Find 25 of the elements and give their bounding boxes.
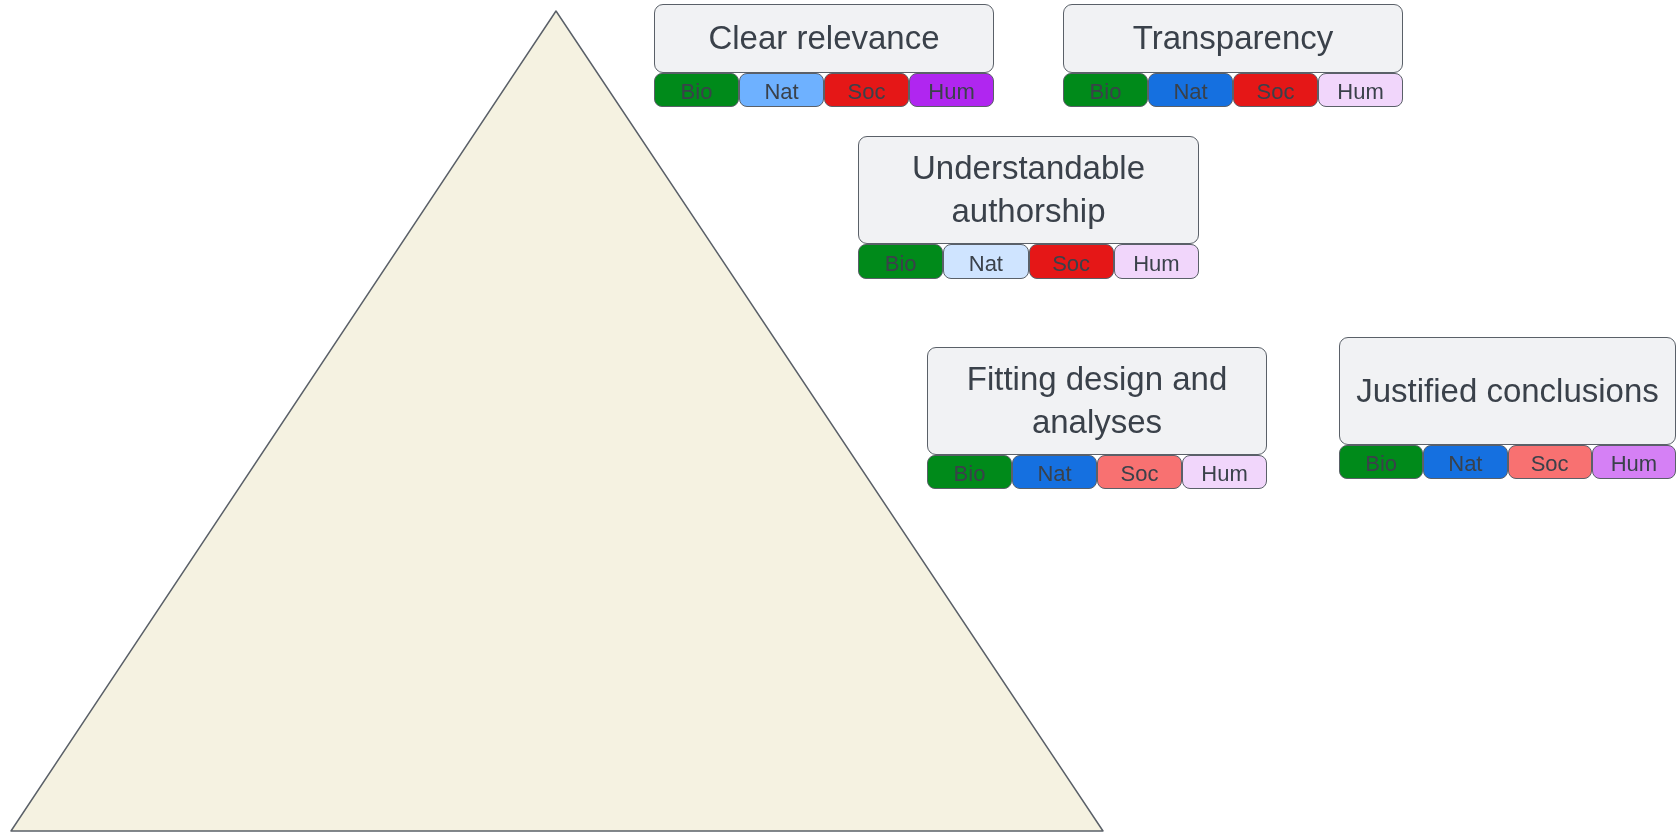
discipline-tag: Soc [1097, 455, 1182, 489]
discipline-tag: Soc [1028, 244, 1114, 279]
discipline-tag: Nat [1012, 455, 1097, 489]
discipline-tag: Bio [858, 244, 944, 279]
criterion-box: Transparency [1063, 4, 1403, 73]
discipline-tag: Soc [824, 73, 909, 107]
criterion-box: Clear relevance [654, 4, 994, 73]
discipline-tag: Bio [654, 73, 739, 107]
discipline-tag: Bio [1339, 445, 1424, 479]
discipline-tag: Nat [943, 244, 1029, 279]
discipline-tag: Hum [1591, 445, 1676, 479]
discipline-tag: Hum [1182, 455, 1267, 489]
criterion-box: Understandable authorship [858, 136, 1199, 244]
discipline-tag: Nat [739, 73, 824, 107]
discipline-tag: Soc [1233, 73, 1318, 107]
discipline-tag: Hum [909, 73, 994, 107]
discipline-tag: Bio [1063, 73, 1148, 107]
discipline-tag: Bio [927, 455, 1012, 489]
criterion-box: Justified conclusions [1339, 337, 1676, 445]
discipline-tag: Nat [1148, 73, 1233, 107]
criterion-box: Fitting design and analyses [927, 347, 1267, 455]
discipline-tag: Hum [1318, 73, 1403, 107]
discipline-tag: Nat [1423, 445, 1508, 479]
discipline-tag: Soc [1507, 445, 1592, 479]
discipline-tag: Hum [1113, 244, 1199, 279]
